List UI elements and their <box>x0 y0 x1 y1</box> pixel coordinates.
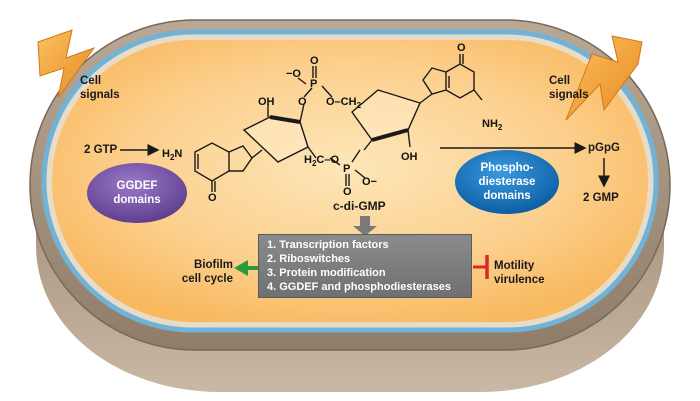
chem-o-minus-top: −O <box>286 68 301 80</box>
target-item: 2. Riboswitches <box>267 253 351 265</box>
down-arrow <box>353 216 377 236</box>
c-di-gmp-structure <box>194 54 483 192</box>
chem-o-carbonyl-right: O <box>457 42 466 54</box>
chem-h2c-o: H2C–O <box>304 154 340 169</box>
chem-p-top: P <box>310 78 318 90</box>
gmp-label: 2 GMP <box>583 192 619 204</box>
chem-o-ester-top: O <box>298 96 307 108</box>
motility-label: Motility virulence <box>494 260 545 286</box>
right-guanine-ring6 <box>445 63 475 99</box>
chem-oh-left: OH <box>258 96 275 108</box>
chem-p-bottom: P <box>343 163 351 175</box>
pde-domains-label: Phospho- diesterase domains <box>478 162 536 202</box>
target-item: 3. Protein modification <box>267 267 386 279</box>
cytoplasm <box>52 40 648 322</box>
chem-o-double-top: O <box>310 55 319 67</box>
chem-o-minus-bottom: O− <box>362 176 377 188</box>
cell-signals-left-label: Cell signals <box>80 75 120 101</box>
ggdef-oval <box>87 163 187 223</box>
ggdef-domains-label: GGDEF domains <box>113 180 161 206</box>
right-ribose <box>351 89 421 141</box>
left-ribose <box>242 116 309 163</box>
lightning-right-icon <box>565 35 643 121</box>
activation-arrow <box>234 260 258 276</box>
target-item: 1. Transcription factors <box>267 239 389 251</box>
chem-h2n: H2N <box>162 148 183 163</box>
targets-box: 1. Transcription factors 2. Riboswitches… <box>258 234 472 298</box>
target-item: 4. GGDEF and phosphodiesterases <box>267 281 452 293</box>
pgpg-label: pGpG <box>588 142 620 154</box>
pde-oval <box>455 150 559 214</box>
chem-o-ch2: O–CH2 <box>326 96 362 111</box>
chem-oh-right: OH <box>401 151 418 163</box>
chem-o-double-bottom: O <box>343 186 352 198</box>
gtp-label: 2 GTP <box>84 144 118 156</box>
cell-signals-right-label: Cell signals <box>549 75 589 101</box>
chem-nh2: NH2 <box>482 118 503 133</box>
molecule-name: c-di-GMP <box>333 199 386 213</box>
lightning-left-icon <box>37 29 96 99</box>
chem-o-carbonyl-left: O <box>208 192 217 204</box>
right-guanine-ring5 <box>422 67 447 95</box>
biofilm-label: Biofilm cell cycle <box>181 259 233 285</box>
